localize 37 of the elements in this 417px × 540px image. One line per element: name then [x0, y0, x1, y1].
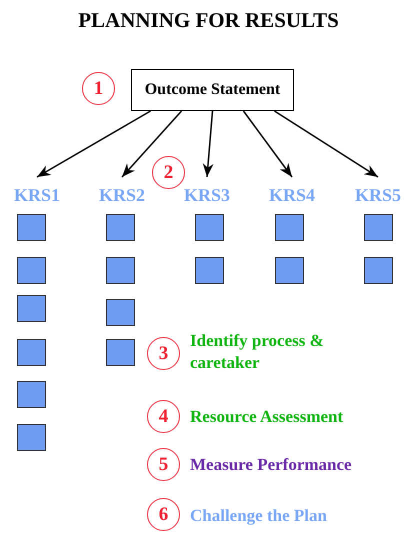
- step-number-circle: 5: [147, 448, 180, 481]
- task-square: [106, 339, 135, 366]
- step-text: Resource Assessment: [190, 406, 344, 428]
- step-text: Identify process & caretaker: [190, 330, 325, 374]
- step-number-circle: 4: [147, 400, 180, 433]
- task-square: [195, 214, 224, 241]
- column-heading: KRS1: [10, 183, 64, 207]
- arrow: [202, 110, 214, 178]
- task-square: [275, 257, 304, 284]
- outcome-box: Outcome Statement: [131, 69, 294, 111]
- arrow: [242, 110, 293, 178]
- step-text: Challenge the Plan: [190, 505, 328, 527]
- arrow: [121, 110, 182, 178]
- task-square: [17, 295, 46, 322]
- column-heading: KRS4: [265, 183, 319, 207]
- arrow: [36, 110, 151, 178]
- task-square: [364, 257, 393, 284]
- task-square: [195, 257, 224, 284]
- column-heading: KRS2: [95, 183, 149, 207]
- task-square: [17, 381, 46, 408]
- task-square: [17, 257, 46, 284]
- arrow: [274, 110, 378, 178]
- step-number-circle: 6: [147, 498, 180, 531]
- task-square: [17, 339, 46, 366]
- task-square: [17, 424, 46, 451]
- task-square: [17, 214, 46, 241]
- step-number-circle: 3: [147, 337, 180, 370]
- task-square: [106, 257, 135, 284]
- task-square: [275, 214, 304, 241]
- column-heading: KRS5: [351, 183, 405, 207]
- step-number-circle: 2: [152, 156, 185, 189]
- task-square: [106, 299, 135, 326]
- step-number-circle: 1: [82, 72, 115, 105]
- step-text: Measure Performance: [190, 454, 353, 476]
- task-square: [364, 214, 393, 241]
- title: PLANNING FOR RESULTS: [77, 8, 340, 33]
- task-square: [106, 214, 135, 241]
